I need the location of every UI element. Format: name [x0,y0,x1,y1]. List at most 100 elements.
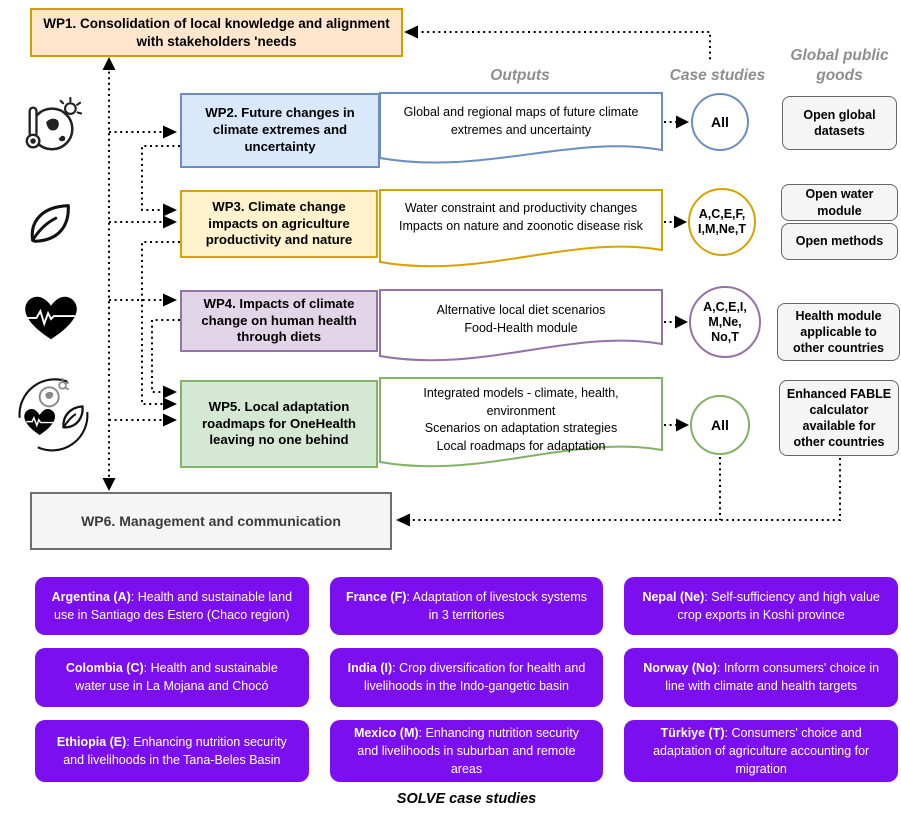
arrowhead [674,215,687,229]
wp5-box: WP5. Local adaptation roadmaps for OneHe… [180,380,378,468]
mini-ekg-line [26,416,53,428]
case-description: : Crop diversification for health and li… [363,661,586,694]
case-description: : Consumers' choice and adaptation of ag… [653,725,870,776]
arrowhead [163,125,177,139]
globe-landmass [46,118,59,131]
case-card-ethiopia: Ethiopia (E): Enhancing nutrition securi… [35,719,309,782]
wp4-box: WP4. Impacts of climate change on human … [180,290,378,352]
arrowhead [163,293,177,307]
wp3-global-public-good-water: Open water module [781,184,898,221]
sun-rays [59,96,82,115]
case-text: Türkiye (T): Consumers' choice and adapt… [638,724,884,778]
wp4-global-public-good: Health module applicable to other countr… [777,303,900,361]
mini-sun [58,381,67,390]
case-country-label: Ethiopia (E) [56,734,127,749]
onehealth-circle-icon [18,377,89,452]
leaf-icon [30,204,70,243]
cycle-arc-top [18,378,68,418]
wp3-case-studies-circle: A,C,E,F, I,M,Ne,T [688,188,756,256]
mini-sun-rays [61,377,70,391]
case-country-label: Norway (No) [643,661,717,676]
wp4-title: WP4. Impacts of climate change on human … [201,295,357,345]
arrowhead [163,413,177,427]
case-card-turkiye: Türkiye (T): Consumers' choice and adapt… [624,719,898,782]
case-studies-caption: SOLVE case studies [396,791,537,807]
case-studies-header: Case studies [669,67,766,84]
arrowhead [163,215,177,229]
case-text: France (F): Adaptation of livestock syst… [344,588,590,624]
case-text: Argentina (A): Health and sustainable la… [49,588,295,624]
arrowhead [102,478,116,491]
connector-feedback-to-wp1 [416,31,711,60]
case-text: Colombia (C): Health and sustainable wat… [49,659,295,695]
wp3-box: WP3. Climate change impacts on agricultu… [180,190,378,258]
globe-landmass-small [58,135,66,142]
case-description: : Enhancing nutrition security and livel… [63,734,287,767]
case-card-france: France (F): Adaptation of livestock syst… [329,577,604,636]
case-country-label: India (I) [347,661,393,676]
case-country-label: Nepal (Ne) [642,590,705,605]
outputs-header: Outputs [490,67,550,84]
mini-globe-landmass [45,391,54,399]
case-description: : Adaptation of livestock systems in 3 t… [406,590,588,623]
connector-wp2-to-wp3 [141,145,180,211]
wp4-outputs-text: Alternative local diet scenarios Food-He… [436,303,606,335]
case-description: : Inform consumers' choice in line with … [665,661,880,694]
leaf-vein [31,216,58,242]
arrowhead [675,315,688,329]
case-country-label: Colombia (C) [65,661,144,676]
wp6-title: WP6. Management and communication [81,513,341,529]
wp5-global-public-good: Enhanced FABLE calculator available for … [779,380,899,456]
case-text: Mexico (M): Enhancing nutrition security… [344,724,590,778]
wp1-title: WP1. Consolidation of local knowledge an… [43,15,390,49]
ekg-line [26,308,76,327]
wp3-title: WP3. Climate change impacts on agricultu… [205,198,353,248]
case-card-mexico: Mexico (M): Enhancing nutrition security… [329,719,604,782]
cycle-arc-bottom [37,412,89,452]
case-card-india: India (I): Crop diversification for heal… [329,648,604,707]
case-country-label: Türkiye (T) [660,725,725,740]
wp2-outputs-text: Global and regional maps of future clima… [403,105,639,137]
wp5-case-studies-circle: All [690,395,750,455]
case-studies-grid: Argentina (A): Health and sustainable la… [35,577,898,782]
wp1-box: WP1. Consolidation of local knowledge an… [30,8,403,57]
arrowhead [404,25,418,39]
arrowhead [676,418,689,432]
connector-wp3-to-wp5 [141,241,180,405]
thermometer-stem [28,106,38,138]
wp2-box: WP2. Future changes in climate extremes … [180,93,380,168]
mini-leaf [62,405,84,429]
case-description: : Enhancing nutrition security and livel… [357,725,580,776]
case-country-label: Argentina (A) [51,590,131,605]
wp5-title: WP5. Local adaptation roadmaps for OneHe… [202,398,356,448]
arrowhead [163,203,177,217]
mini-globe [38,386,60,408]
case-country-label: France (F) [345,590,407,605]
wp4-case-studies-circle: A,C,E,I, M,Ne, No,T [689,286,761,358]
case-text: India (I): Crop diversification for heal… [344,659,590,695]
connector-fable-to-wp6 [400,458,841,521]
arrowhead [102,57,116,70]
arrowhead [163,397,177,411]
arrowhead [163,385,177,399]
arrowhead [676,115,689,129]
wp5-outputs-text: Integrated models - climate, health, env… [423,386,619,453]
wp2-global-public-good: Open global datasets [782,96,897,150]
case-card-argentina: Argentina (A): Health and sustainable la… [35,577,309,636]
case-description: : Self-sufficiency and high value crop e… [677,590,880,623]
arrowhead [396,513,410,527]
wp2-title: WP2. Future changes in climate extremes … [205,105,355,154]
case-text: Norway (No): Inform consumers' choice in… [638,659,884,695]
sun-disc [63,102,77,115]
case-country-label: Mexico (M) [353,725,419,740]
mini-leaf-vein [62,413,77,428]
case-card-norway: Norway (No): Inform consumers' choice in… [624,648,898,707]
thermometer-mercury [30,138,36,144]
globe-thermometer-sun-icon [25,96,82,151]
connector-wp4-to-wp5 [151,319,180,393]
leaf-outline [30,204,70,243]
wp2-case-studies-circle: All [691,93,749,151]
case-description: : Health and sustainable land use in San… [54,590,293,623]
case-text: Nepal (Ne): Self-sufficiency and high va… [638,588,884,624]
